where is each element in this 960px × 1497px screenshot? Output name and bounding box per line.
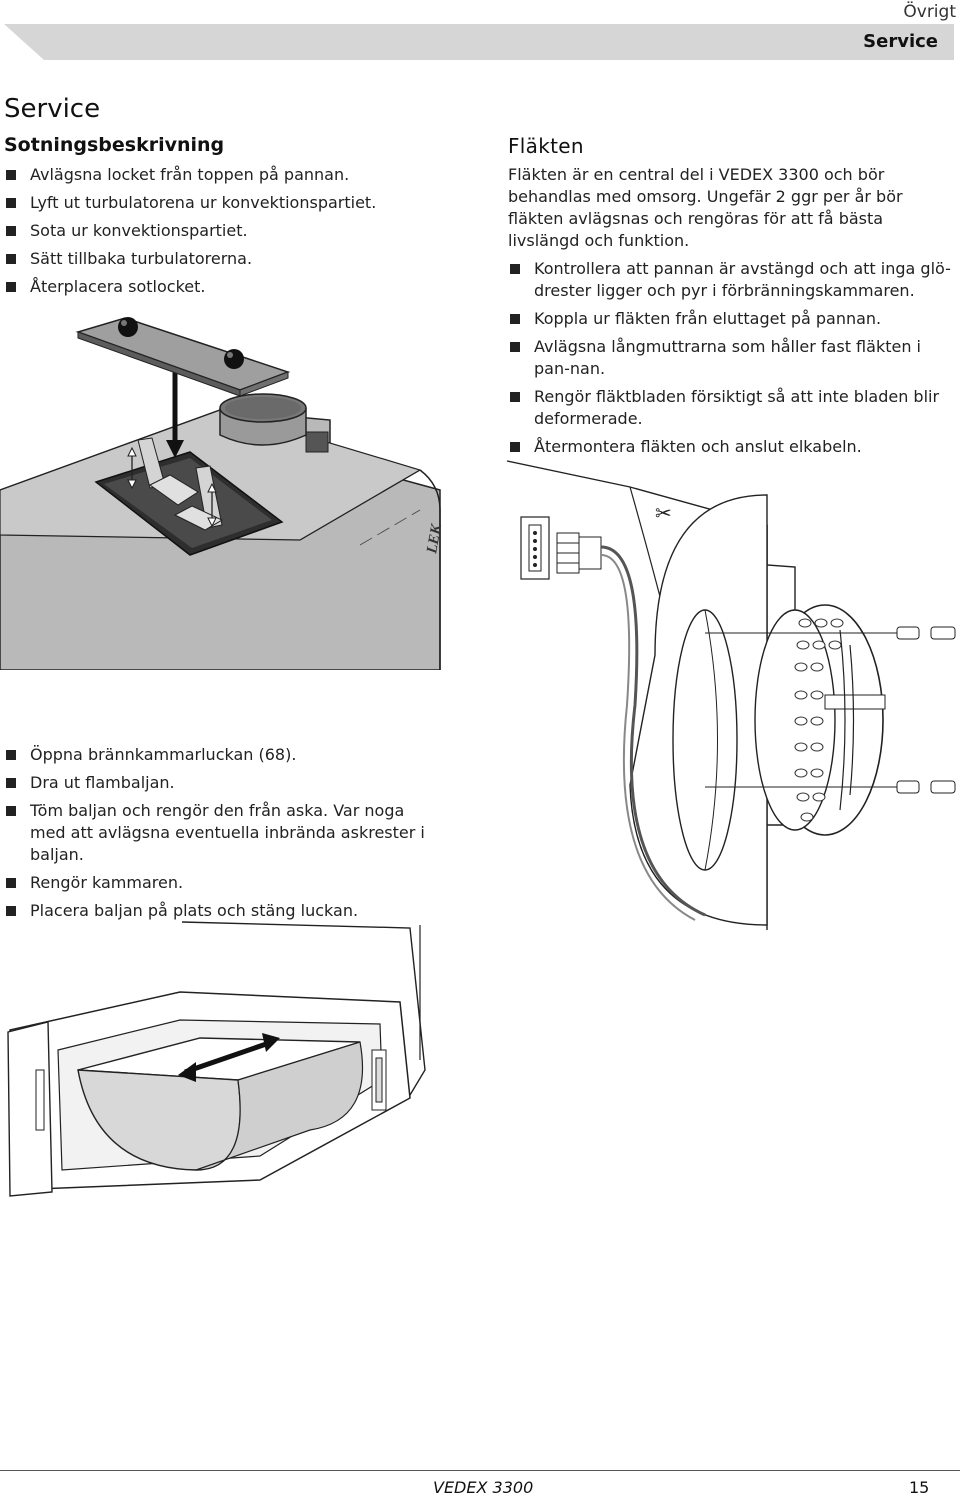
list-item: Avlägsna locket från toppen på pannan. [4,164,464,186]
list-item: Placera baljan på plats och stäng luckan… [4,900,444,922]
fan-intro: Fläkten är en central del i VEDEX 3300 o… [508,165,903,250]
list-item: Kontrollera att pannan är avstängd och a… [508,258,952,302]
list-item: Dra ut flambaljan. [4,772,444,794]
list-item: Återmontera fläkten och anslut elkabeln. [508,436,952,458]
ash-section: Öppna brännkammarluckan (68). Dra ut fla… [4,744,444,928]
list-item: Sätt tillbaka turbulatorerna. [4,248,464,270]
sooting-steps: Avlägsna locket från toppen på pannan. L… [4,164,464,298]
ash-steps: Öppna brännkammarluckan (68). Dra ut fla… [4,744,444,922]
list-item: Lyft ut turbulatorena ur konvektionspart… [4,192,464,214]
list-item: Koppla ur fläkten från eluttaget på pann… [508,308,952,330]
list-item: Avlägsna långmuttrarna som håller fast f… [508,336,952,380]
page-title: Service [4,94,101,124]
boiler-brand-mark: LEK [424,522,445,555]
fan-heading: Fläkten [508,134,584,158]
list-item: Sota ur konvektionspartiet. [4,220,464,242]
fan-illustration: ✂ [506,460,956,930]
ash-tray-illustration [7,921,426,1197]
sooting-section: Sotningsbeskrivning Avlägsna locket från… [4,134,464,304]
fan-steps: Kontrollera att pannan är avstängd och a… [508,258,952,458]
scissors-icon: ✂ [655,501,672,525]
page-number: 15 [909,1478,930,1497]
list-item: Återplacera sotlocket. [4,276,464,298]
header-band-label: Service [863,31,938,52]
section-label: Övrigt [903,2,956,22]
list-item: Rengör kammaren. [4,872,444,894]
list-item: Rengör fläktbladen försiktigt så att int… [508,386,952,430]
boiler-top-illustration: LEK [0,317,445,670]
footer-divider [0,1470,960,1471]
fan-section: Fläkten Fläkten är en central del i VEDE… [508,134,952,464]
list-item: Töm baljan och rengör den från aska. Var… [4,800,444,866]
list-item: Öppna brännkammarluckan (68). [4,744,444,766]
sooting-heading: Sotningsbeskrivning [4,134,225,156]
header-band [4,24,954,60]
footer-model: VEDEX 3300 [433,1478,534,1497]
